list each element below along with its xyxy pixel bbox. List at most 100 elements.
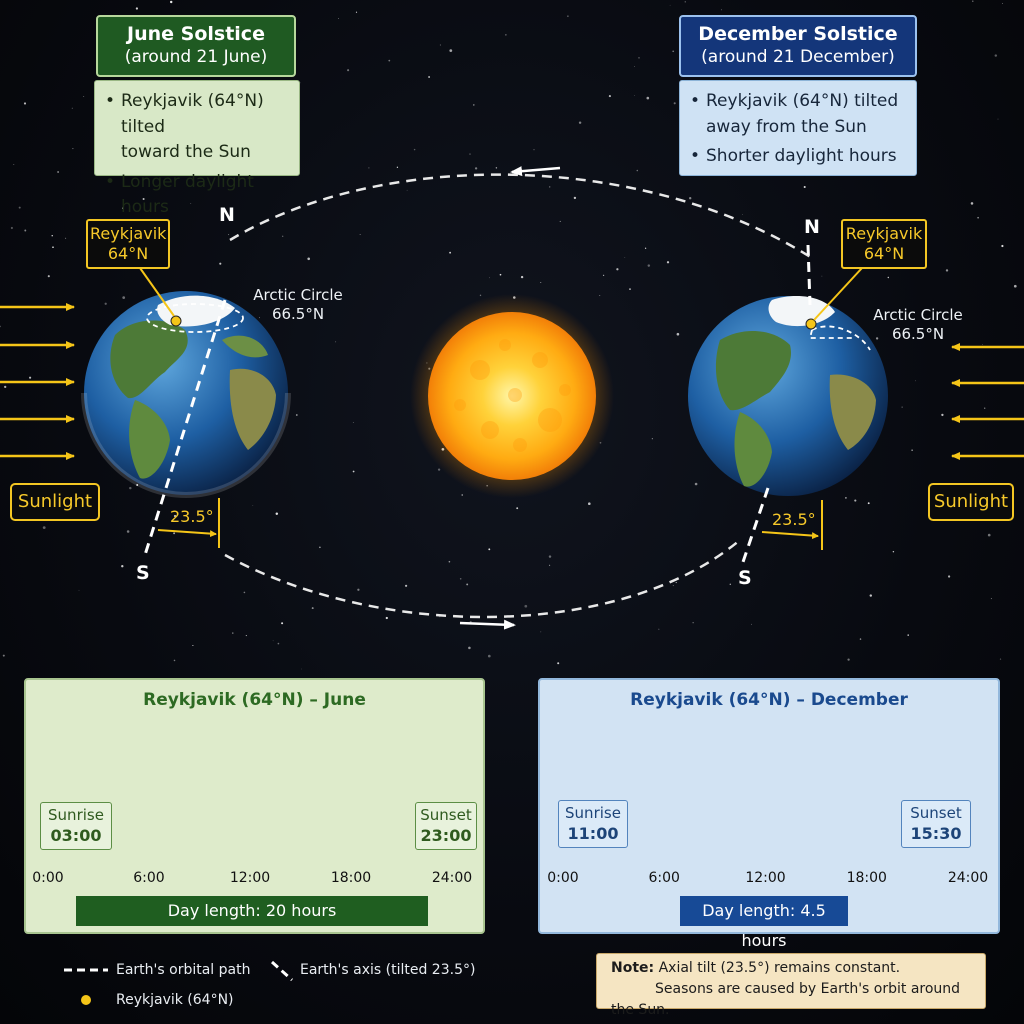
star: [357, 588, 360, 591]
sunlight-arrows-right: [951, 343, 1024, 460]
june-sunset-time: 23:00: [420, 825, 472, 845]
note-box: Note: Axial tilt (23.5°) remains constan…: [596, 953, 986, 1018]
star: [122, 296, 126, 299]
star: [941, 413, 944, 417]
june-daylight-panel: Reykjavik (64°N) – June Sunrise 03:00 Su…: [24, 678, 485, 934]
december-south-pole-label: S: [738, 567, 752, 589]
star: [413, 148, 416, 151]
star: [557, 662, 560, 665]
star: [1001, 244, 1004, 248]
sun-icon: [428, 312, 596, 480]
star: [347, 69, 350, 72]
legend-orbit-text: Earth's orbital path: [116, 962, 251, 978]
star: [489, 277, 490, 279]
star: [388, 59, 391, 62]
star: [311, 607, 314, 610]
star: [232, 632, 234, 634]
december-fact-daylight: Shorter daylight hours: [690, 144, 906, 170]
star: [647, 264, 651, 267]
star: [368, 167, 370, 169]
star: [495, 167, 498, 169]
june-tilt-angle-label: 23.5°: [170, 507, 214, 526]
star: [439, 44, 441, 46]
june-sunrise-label: Sunrise: [48, 806, 104, 824]
star: [272, 640, 274, 642]
star: [319, 546, 321, 549]
star: [520, 275, 524, 279]
star: [887, 276, 890, 279]
star: [694, 482, 698, 486]
december-panel-title: Reykjavik (64°N) – December: [630, 690, 908, 710]
june-earth: [81, 291, 291, 556]
star: [0, 325, 1, 328]
sunlight-label-right: Sunlight: [928, 483, 1014, 521]
star: [977, 216, 979, 219]
june-sunset-box: Sunset 23:00: [415, 802, 477, 851]
star: [854, 499, 857, 502]
star: [173, 532, 176, 535]
star: [428, 76, 431, 78]
december-sunset-box: Sunset 15:30: [901, 800, 971, 849]
star: [987, 533, 991, 537]
star: [634, 95, 635, 96]
star: [684, 1, 686, 3]
star: [1002, 2, 1003, 4]
star: [984, 407, 986, 409]
orbital-path-bottom: [224, 539, 741, 619]
star: [13, 163, 15, 165]
star: [533, 149, 535, 151]
december-sunrise-time: 11:00: [567, 823, 619, 843]
star: [847, 658, 850, 661]
star: [488, 548, 491, 551]
star: [42, 526, 46, 529]
star: [994, 54, 998, 57]
timeline-tick-label: 6:00: [133, 870, 165, 886]
star: [658, 628, 660, 630]
star: [549, 186, 551, 188]
june-day-length-bar: Day length: 20 hours: [76, 896, 428, 926]
star: [173, 659, 176, 662]
june-sunset-label: Sunset: [420, 806, 472, 824]
star: [29, 376, 32, 379]
note-line-2: Seasons are caused by Earth's orbit arou…: [611, 981, 961, 1018]
star: [469, 153, 471, 155]
note-label: Note:: [611, 960, 655, 976]
star: [651, 438, 653, 440]
december-tilt-angle-label: 23.5°: [772, 510, 816, 529]
december-sunrise-label: Sunrise: [565, 804, 621, 822]
star: [71, 107, 73, 109]
star: [516, 507, 519, 510]
june-sunrise-box: Sunrise 03:00: [40, 802, 112, 851]
star: [2, 654, 5, 657]
december-sunset-time: 15:30: [910, 823, 962, 843]
star: [18, 206, 21, 209]
star: [901, 406, 903, 408]
star: [459, 578, 462, 580]
star: [192, 644, 194, 647]
star: [359, 234, 361, 235]
star: [406, 189, 408, 191]
star: [692, 622, 694, 624]
star: [907, 634, 909, 636]
note-line-1: Axial tilt (23.5°) remains constant.: [658, 960, 901, 976]
star: [307, 257, 311, 261]
star: [245, 635, 247, 637]
star: [540, 281, 542, 283]
star: [468, 646, 471, 650]
legend-city-dot: [81, 995, 91, 1005]
timeline-tick-label: 12:00: [745, 870, 786, 886]
december-sunset-label: Sunset: [910, 804, 962, 822]
star: [629, 288, 631, 290]
orbit-direction-arrow-top: [510, 166, 561, 177]
star: [999, 658, 1002, 660]
star: [72, 148, 74, 150]
star: [352, 470, 355, 473]
star: [751, 623, 752, 625]
june-panel-title: Reykjavik (64°N) – June: [143, 690, 366, 710]
star: [616, 268, 619, 271]
star: [243, 591, 246, 594]
star: [449, 251, 451, 254]
star: [282, 235, 284, 237]
